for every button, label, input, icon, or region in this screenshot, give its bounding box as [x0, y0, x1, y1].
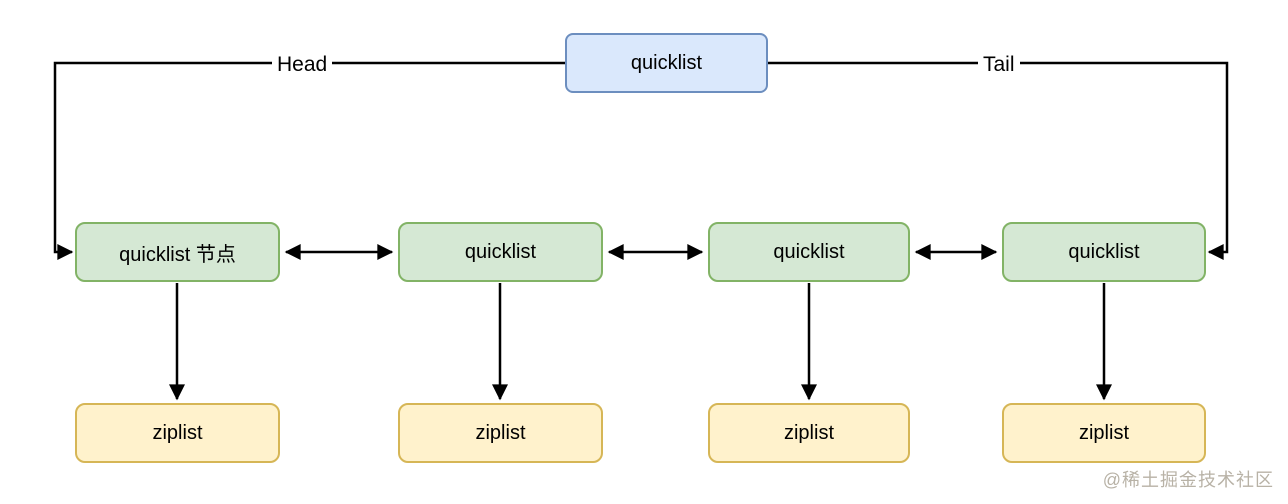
quicklist-node-2: quicklist [398, 222, 603, 282]
ziplist-node-1: ziplist [75, 403, 280, 463]
quicklist-node-4: quicklist [1002, 222, 1206, 282]
quicklist-root-node: quicklist [565, 33, 768, 93]
quicklist-node-1: quicklist 节点 [75, 222, 280, 282]
ziplist-node-2: ziplist [398, 403, 603, 463]
quicklist-node-3: quicklist [708, 222, 910, 282]
head-edge-label: Head [272, 52, 333, 78]
ziplist-node-4: ziplist [1002, 403, 1206, 463]
ziplist-node-3: ziplist [708, 403, 910, 463]
tail-edge-label: Tail [978, 52, 1020, 78]
juejin-watermark: @稀土掘金技术社区 [1102, 470, 1274, 490]
